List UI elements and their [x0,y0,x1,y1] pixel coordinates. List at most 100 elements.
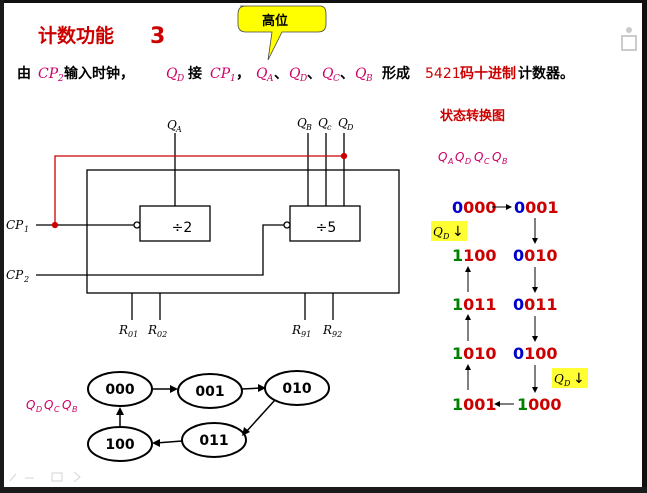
state-001 [177,373,243,409]
svg-text:1001: 1001 [452,395,497,414]
svg-text:1: 1 [24,225,29,234]
svg-text:、: 、 [340,66,354,82]
logo-icon [621,27,637,51]
svg-text:接: 接 [188,65,202,82]
svg-text:001: 001 [195,384,224,400]
callout-text: 高位 [262,13,288,29]
cp2-label: CP [6,268,24,282]
svg-text:2: 2 [23,275,29,284]
callout-high-bit: 高位 [237,5,327,61]
svg-text:C: C [484,157,490,166]
menu-icon [51,472,63,482]
svg-text:0000: 0000 [452,198,497,217]
svg-text:Q: Q [167,118,177,132]
slide-title-number: 3 [150,24,165,49]
svg-text:Q: Q [438,150,447,164]
svg-text:↓: ↓ [452,224,464,240]
svg-text:Q: Q [322,66,334,82]
state-diagram-title: 状态转换图 [440,108,505,124]
svg-text:B: B [305,123,312,132]
svg-text:Q: Q [455,150,464,164]
svg-text:010: 010 [282,381,311,397]
mod5-state-diagram: Q D Q C Q B 000 001 010 100 011 [26,370,330,462]
svg-text:Q: Q [338,116,348,130]
svg-text:D: D [36,405,42,414]
cp1-label: CP [6,218,24,232]
svg-text:A: A [266,74,274,84]
svg-text:D: D [442,232,450,241]
svg-text:R: R [322,323,332,337]
divide-by-2-label: ÷2 [172,220,193,236]
subtitle-line: 由 CP 2 输入时钟， Q D 接 CP 1 ， Q A 、 Q D 、 Q … [17,65,574,84]
svg-text:Q: Q [166,66,178,82]
svg-text:c: c [327,123,332,132]
svg-text:R: R [291,323,301,337]
state-transition-diagram: 状态转换图 Q A Q D Q C Q B 0000 1100 1011 101… [431,108,588,414]
left-border [0,0,4,493]
qd-falling-left: Q D ↓ [431,221,467,241]
counter-circuit [36,133,400,320]
svg-text:CP: CP [210,66,231,82]
svg-text:Q: Q [26,398,35,412]
svg-text:5421: 5421 [425,66,461,82]
svg-text:、: 、 [307,66,321,82]
svg-text:形成: 形成 [382,65,410,82]
svg-text:D: D [176,74,184,84]
svg-text:Q: Q [492,150,501,164]
slide-canvas [4,3,642,487]
bottom-border [0,487,647,493]
svg-text:B: B [502,157,508,166]
svg-text:A: A [447,157,453,166]
svg-text:Q: Q [289,66,301,82]
svg-text:B: B [365,74,373,84]
state-diagram-header: Q A Q D Q C Q B [438,150,508,166]
svg-text:码十进制: 码十进制 [460,65,516,82]
svg-text:计数器。: 计数器。 [518,65,574,82]
svg-text:0011: 0011 [513,295,558,314]
svg-text:0100: 0100 [513,344,558,363]
svg-text:02: 02 [157,330,167,339]
divide-by-5-label: ÷5 [316,220,337,236]
svg-text:1010: 1010 [452,344,497,363]
state-011 [181,422,247,458]
qd-falling-right: Q D ↓ [552,368,588,388]
svg-text:Q: Q [44,398,53,412]
svg-text:B: B [72,405,78,414]
svg-text:01: 01 [128,330,138,339]
svg-text:100: 100 [105,437,134,453]
svg-text:2: 2 [57,74,64,84]
svg-text:R: R [118,323,128,337]
svg-text:输入时钟，: 输入时钟， [64,65,134,82]
svg-text:D: D [299,74,307,84]
slide-toolbar[interactable] [9,471,81,483]
svg-text:Q: Q [297,116,307,130]
svg-text:、: 、 [274,66,288,82]
chip-outline [86,169,400,294]
svg-text:C: C [54,405,60,414]
svg-text:Q: Q [355,66,367,82]
svg-text:D: D [346,123,354,132]
svg-text:Q: Q [318,116,328,130]
svg-text:1: 1 [230,74,236,84]
svg-text:1011: 1011 [452,295,497,314]
svg-text:↓: ↓ [573,371,585,387]
svg-text:A: A [175,125,182,134]
slide-title: 计数功能 [38,24,114,47]
svg-text:0010: 0010 [513,246,558,265]
svg-text:Q: Q [256,66,268,82]
pen-icon [9,473,17,482]
svg-text:Q: Q [554,372,564,386]
svg-text:由: 由 [17,65,31,82]
svg-text:000: 000 [105,382,134,398]
svg-text:Q: Q [433,225,443,239]
svg-text:91: 91 [301,330,311,339]
svg-text:1000: 1000 [517,395,562,414]
svg-text:R: R [147,323,157,337]
svg-text:CP: CP [38,66,59,82]
svg-text:D: D [563,379,571,388]
svg-text:92: 92 [332,330,342,339]
svg-text:D: D [465,157,471,166]
svg-text:Q: Q [62,398,71,412]
svg-text:Q: Q [474,150,483,164]
